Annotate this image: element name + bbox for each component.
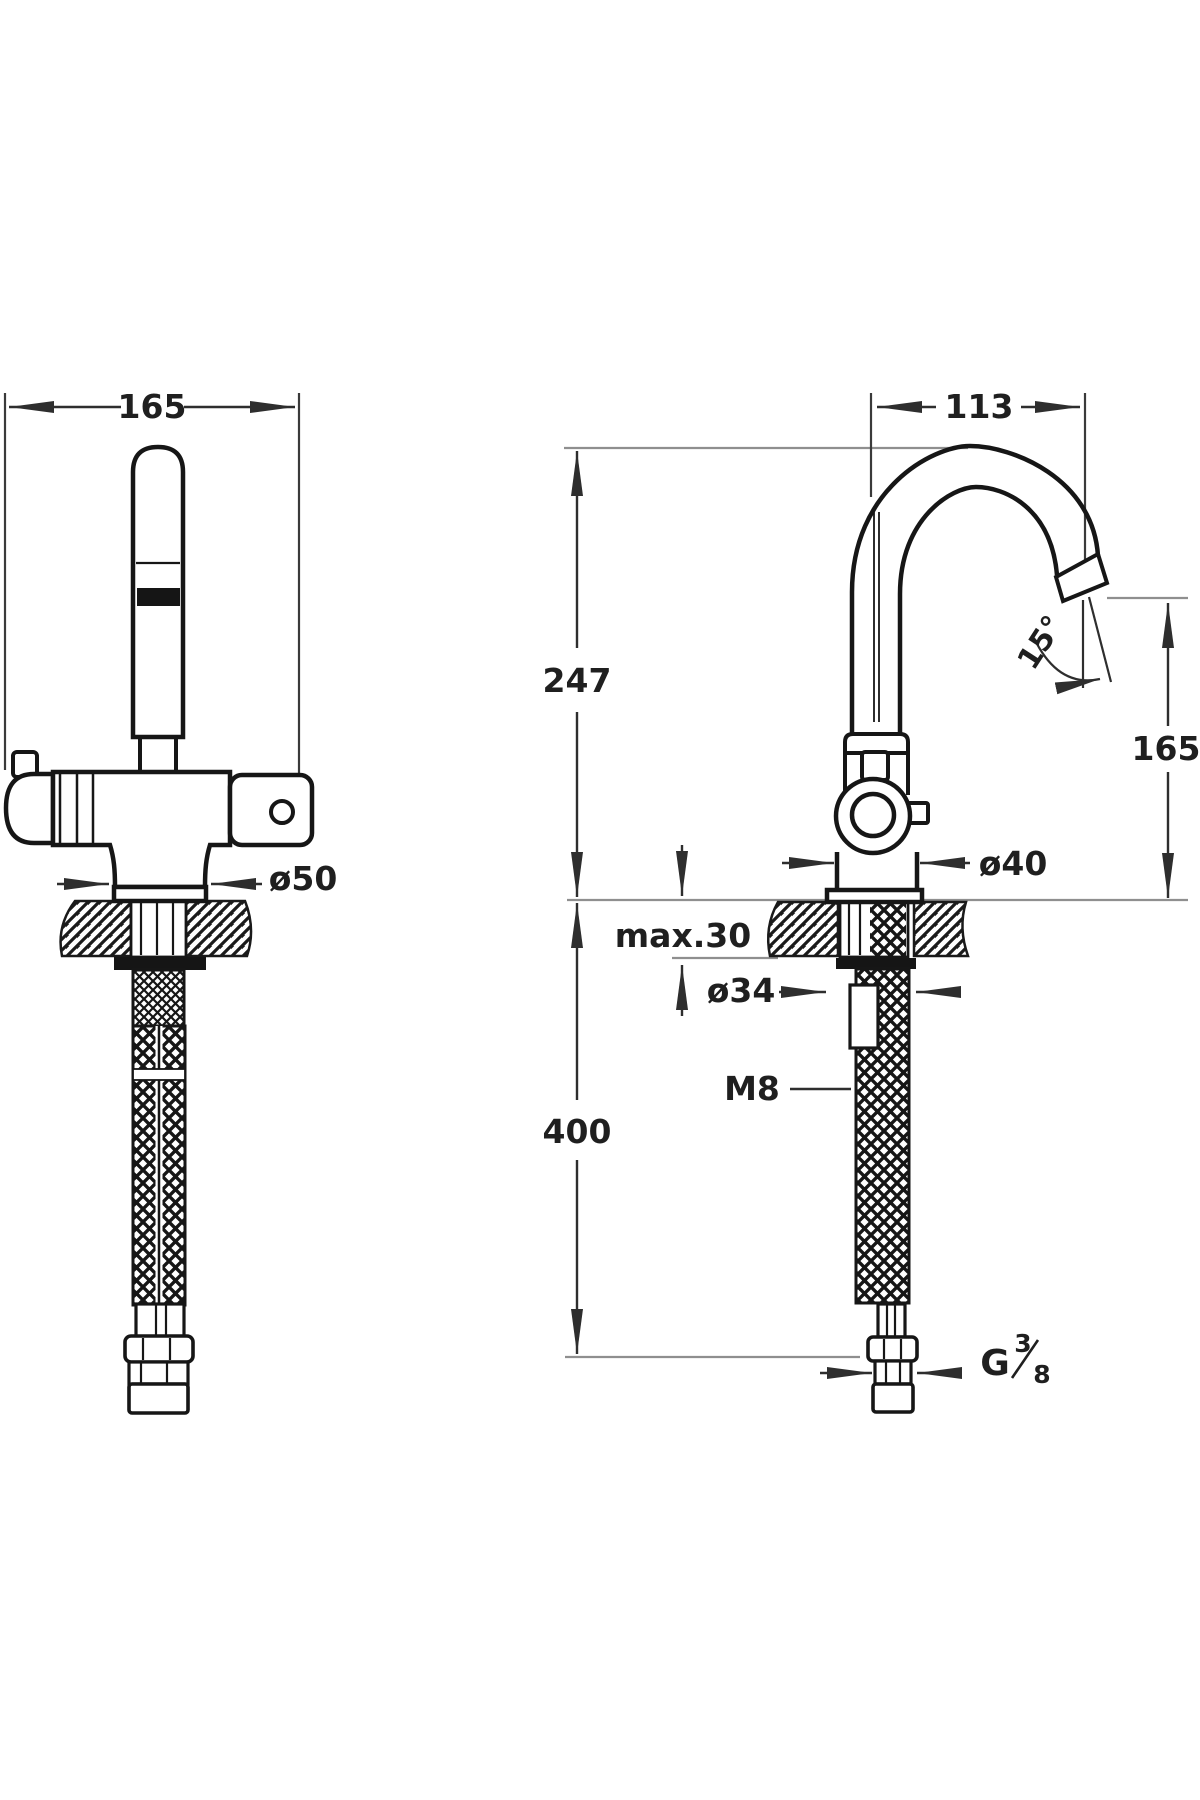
dim-hose-length: 400	[543, 903, 612, 1354]
dark-extension-lines	[3, 393, 1087, 828]
threaded-shank	[131, 968, 186, 1028]
dim-label-dia-40: ø40	[979, 844, 1048, 883]
left-view: 165 ø50	[3, 387, 337, 1415]
dim-label-g-unit: G	[980, 1343, 1010, 1384]
dim-label-dia-34: ø34	[707, 971, 776, 1010]
dim-spout-angle: 15°	[1011, 596, 1113, 695]
dim-overall-width: 165	[9, 387, 295, 426]
dim-spout-reach: 113	[877, 387, 1080, 426]
dim-hole-diameter: ø34	[707, 971, 961, 1010]
body-left-cap	[3, 771, 56, 846]
dim-label-400: 400	[543, 1112, 612, 1151]
base-escutcheon	[111, 884, 209, 904]
dim-label-angle-15: 15°	[1011, 609, 1071, 676]
dim-height-247: 247	[543, 451, 612, 897]
right-view: 15° 113 247 165 ø40	[543, 387, 1200, 1414]
dim-escutcheon-diameter: ø50	[57, 859, 337, 898]
fraction-slash	[1010, 1339, 1040, 1379]
hose-end-fitting-left	[123, 1302, 195, 1415]
top-knob	[860, 750, 890, 782]
dim-label-width-165: 165	[118, 387, 187, 426]
lever-band	[137, 588, 180, 606]
dim-outlet-height: 165	[1132, 603, 1200, 898]
hose-in-shank	[870, 904, 906, 956]
countertop-section-left2	[767, 900, 840, 958]
countertop-section-right	[184, 899, 253, 958]
mounting-shank	[129, 899, 188, 959]
faucet-body-front	[824, 732, 930, 905]
base-escutcheon-front	[824, 887, 925, 905]
handle-knob-inner	[849, 791, 897, 839]
countertop-section-right2	[912, 900, 970, 958]
spout-collar	[843, 732, 910, 755]
supply-hoses	[131, 1024, 187, 1307]
mounting-shank-front	[838, 900, 910, 959]
body-main	[50, 769, 233, 890]
dim-label-g-denominator: 8	[1033, 1360, 1050, 1389]
dim-stud-thread: M8	[724, 1069, 851, 1108]
dim-label-height-247: 247	[543, 661, 612, 700]
hose-collar	[132, 1068, 186, 1081]
mounting-washer	[114, 957, 206, 970]
body-screw-hole	[269, 799, 295, 825]
dim-deck-thickness: max.30	[615, 845, 751, 1016]
dim-label-reach-113: 113	[945, 387, 1014, 426]
mounting-washer-front	[836, 958, 916, 969]
dim-label-g-numerator: 3	[1014, 1329, 1031, 1358]
spout-outer-curve	[849, 443, 1101, 737]
dim-connection-thread: G 3 8	[820, 1329, 1051, 1389]
m8-stud	[848, 983, 880, 1050]
spout-outlet	[1053, 551, 1110, 604]
gooseneck-spout	[849, 443, 1110, 737]
dim-label-m8: M8	[724, 1069, 780, 1108]
dim-body-diameter: ø40	[782, 844, 1047, 883]
dim-label-outlet-165: 165	[1132, 729, 1200, 768]
dim-label-max-30: max.30	[615, 916, 751, 955]
countertop-section-left	[59, 899, 133, 958]
hose-end-fitting-right	[866, 1302, 919, 1414]
faucet-body-side	[3, 444, 315, 904]
dim-label-dia-50: ø50	[269, 859, 338, 898]
spout-inner-curve	[897, 484, 1060, 737]
